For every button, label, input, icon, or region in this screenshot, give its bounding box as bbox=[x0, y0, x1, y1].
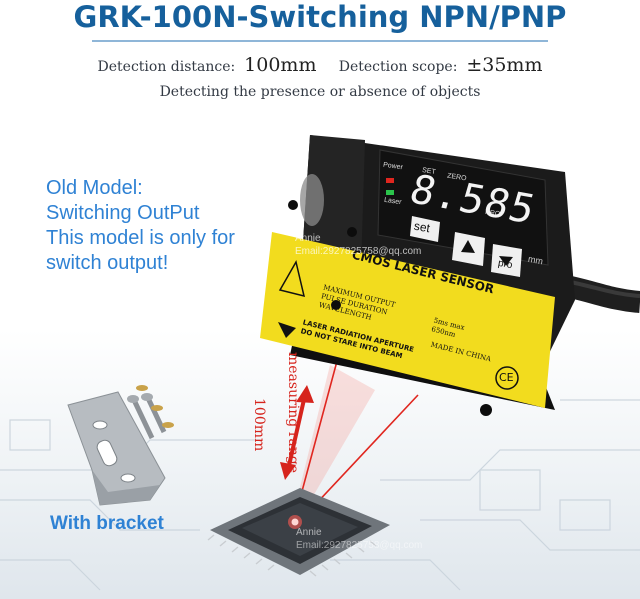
old-model-line-2: Switching OutPut bbox=[46, 202, 200, 224]
measuring-range-label: measuring range bbox=[285, 352, 301, 474]
measuring-range-arrow bbox=[280, 385, 314, 480]
ce-mark: CE bbox=[499, 371, 514, 384]
measuring-range-value: 100mm bbox=[251, 398, 267, 452]
watermark-name: Annie bbox=[295, 233, 321, 244]
detection-scope-label: Detection scope: bbox=[338, 59, 458, 75]
laser-sensor bbox=[260, 135, 575, 416]
page-title: GRK-100N-Switching NPN/PNP bbox=[73, 0, 567, 34]
spec-line-distance-scope: Detection distance: 100mm Detection scop… bbox=[0, 54, 640, 76]
old-model-line-3: This model is only for bbox=[46, 227, 235, 249]
old-model-line-1: Old Model: bbox=[46, 177, 143, 199]
screws bbox=[127, 385, 174, 440]
chip-target bbox=[207, 488, 390, 577]
title-underline bbox=[92, 40, 548, 42]
old-model-line-4: switch output! bbox=[46, 252, 169, 274]
sensor-pro-button: pro bbox=[497, 257, 514, 272]
watermark-email: Email:2927825758@qq.com bbox=[295, 246, 422, 257]
watermark-name-lower: Annie bbox=[296, 527, 322, 538]
detection-distance-value: 100mm bbox=[244, 54, 317, 76]
bracket-label: With bracket bbox=[50, 513, 164, 534]
detection-distance-label: Detection distance: bbox=[97, 59, 236, 75]
detection-scope-value: ±35mm bbox=[466, 54, 543, 76]
watermark-email-lower: Email:2927825758@qq.com bbox=[296, 540, 423, 551]
detection-description: Detecting the presence or absence of obj… bbox=[159, 84, 481, 100]
sensor-set-button: set bbox=[412, 218, 432, 236]
bracket bbox=[67, 391, 166, 506]
old-model-notice: Old Model: Switching OutPut This model i… bbox=[46, 176, 235, 276]
circuit-background bbox=[0, 399, 640, 591]
